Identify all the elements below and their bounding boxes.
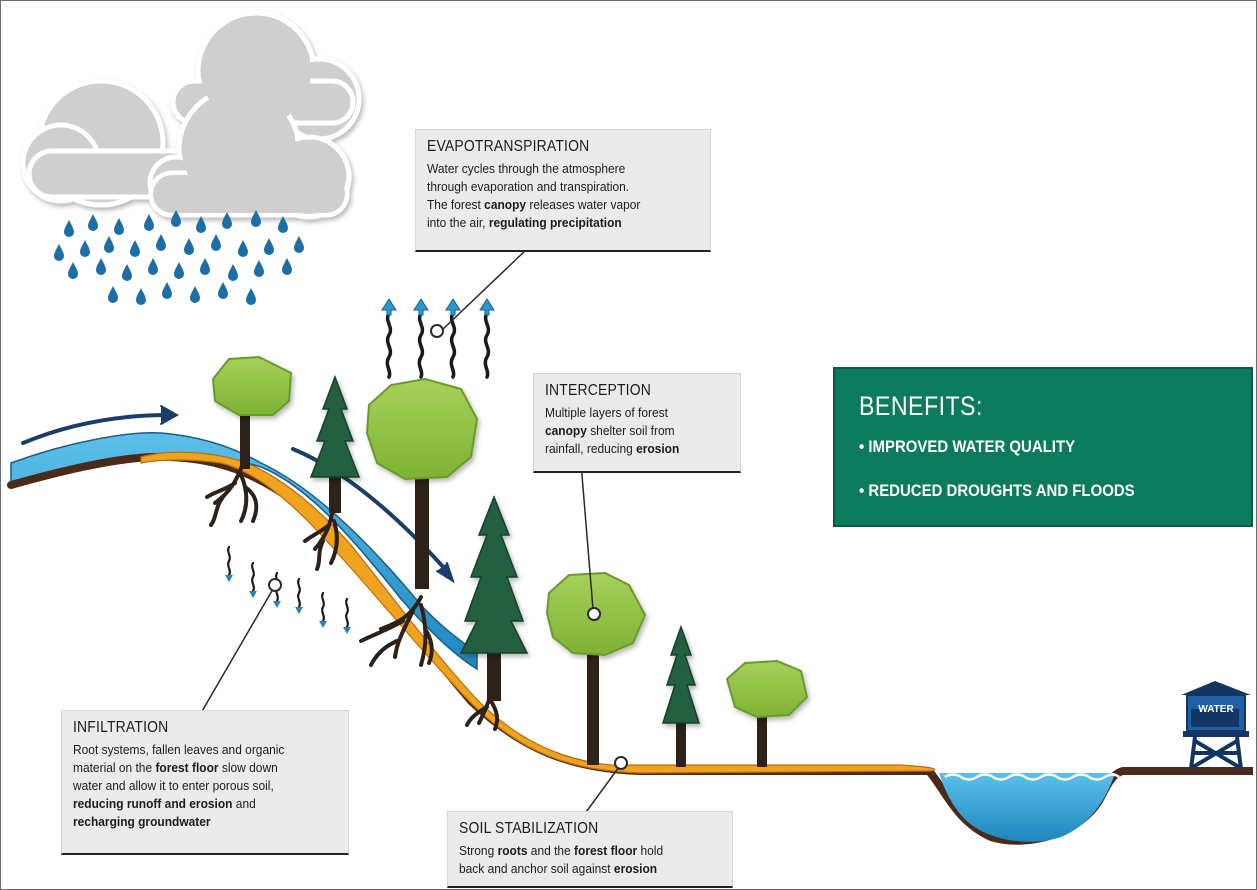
evapotranspiration-callout: EVAPOTRANSPIRATION Water cycles through … bbox=[415, 129, 711, 252]
callout-text: Water cycles through the atmosphere bbox=[427, 161, 626, 176]
callout-text: through evaporation and transpiration. bbox=[427, 179, 630, 194]
callout-text: back and anchor soil against erosion bbox=[459, 861, 658, 876]
water-tower-icon bbox=[1181, 681, 1251, 770]
callout-text: water and allow it to enter porous soil, bbox=[73, 778, 274, 793]
trees bbox=[211, 355, 809, 767]
callout-text: rainfall, reducing erosion bbox=[545, 441, 680, 456]
callout-text: Strong roots and the forest floor hold bbox=[459, 843, 664, 858]
roots-icon bbox=[205, 461, 500, 731]
water-tower-label: WATER bbox=[1198, 704, 1234, 715]
callout-text: Multiple layers of forest bbox=[545, 405, 668, 420]
callout-text: material on the forest floor slow down bbox=[73, 760, 278, 775]
callout-text: recharging groundwater bbox=[73, 814, 211, 829]
infiltration-callout: INFILTRATION Root systems, fallen leaves… bbox=[61, 710, 349, 855]
callout-text: reducing runoff and erosion and bbox=[73, 796, 256, 811]
benefit-item: • REDUCED DROUGHTS AND FLOODS bbox=[859, 481, 1135, 500]
callout-text: The forest canopy releases water vapor bbox=[427, 197, 641, 212]
callout-title: SOIL STABILIZATION bbox=[459, 820, 599, 837]
runoff-arrows-icon bbox=[21, 405, 455, 584]
callout-title: INTERCEPTION bbox=[545, 382, 652, 399]
benefits-title: BENEFITS: bbox=[859, 391, 983, 421]
callout-title: INFILTRATION bbox=[73, 719, 169, 736]
callout-text: into the air, regulating precipitation bbox=[427, 215, 622, 230]
interception-callout: INTERCEPTION Multiple layers of forest c… bbox=[533, 373, 741, 473]
callout-text: canopy shelter soil from bbox=[545, 423, 675, 438]
benefit-item: • IMPROVED WATER QUALITY bbox=[859, 437, 1076, 456]
callout-title: EVAPOTRANSPIRATION bbox=[427, 138, 590, 155]
raindrops-icon bbox=[54, 210, 304, 305]
callout-text: Root systems, fallen leaves and organic bbox=[73, 742, 285, 757]
forest-floor bbox=[140, 451, 936, 774]
cloud-icon bbox=[20, 10, 362, 220]
callout-leaders bbox=[200, 248, 628, 820]
vapor-arrows-icon bbox=[380, 297, 496, 379]
soil-stabilization-callout: SOIL STABILIZATION Strong roots and the … bbox=[447, 811, 733, 888]
benefits-panel: BENEFITS: • IMPROVED WATER QUALITY • RED… bbox=[833, 367, 1253, 527]
